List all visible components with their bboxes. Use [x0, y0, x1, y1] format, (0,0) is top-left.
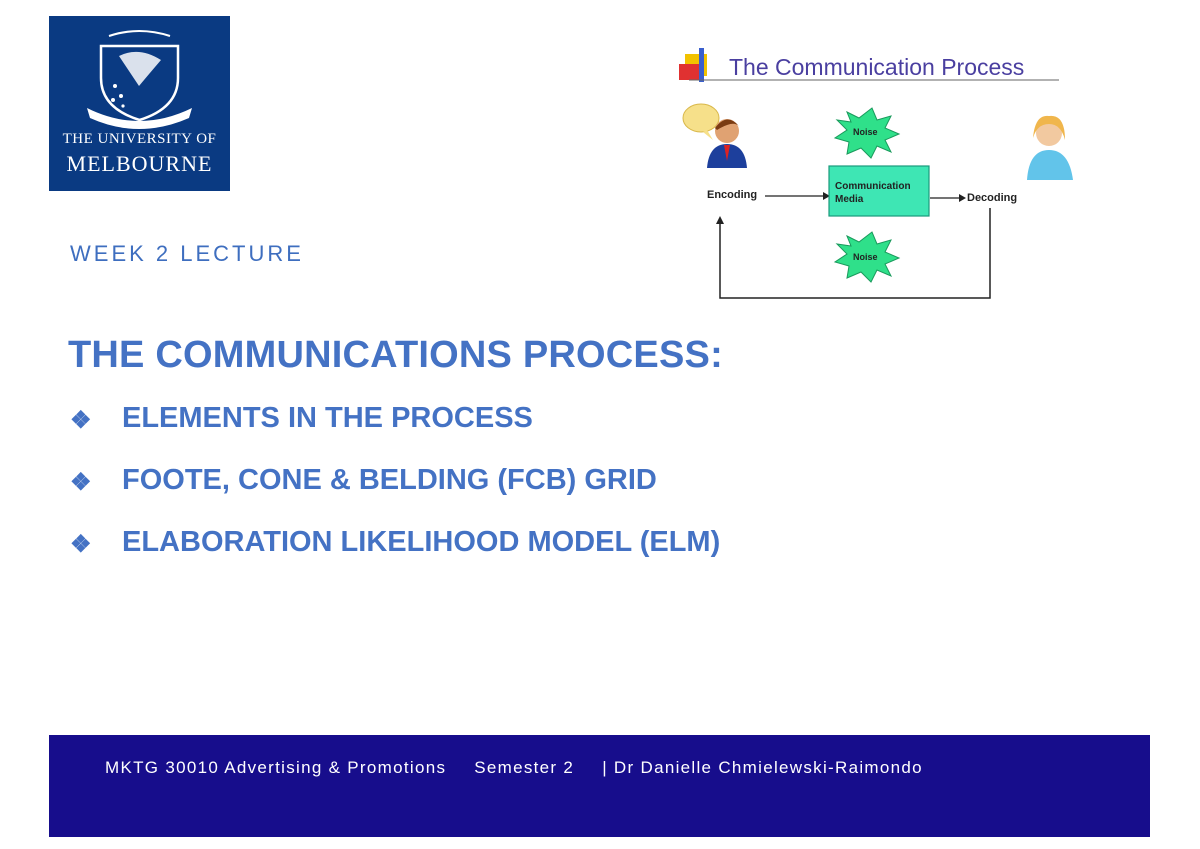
crest-icon: [87, 30, 192, 129]
corner-square-red: [679, 64, 699, 80]
topic-list: ❖ ELEMENTS IN THE PROCESS ❖ FOOTE, CONE …: [70, 402, 720, 588]
receiver-person-icon: [1027, 115, 1073, 180]
encoding-label: Encoding: [707, 189, 757, 201]
list-item-label: ELEMENTS IN THE PROCESS: [122, 402, 533, 434]
university-logo: THE UNIVERSITY OF MELBOURNE: [49, 16, 230, 191]
week-label: WEEK 2 LECTURE: [70, 241, 304, 266]
media-label-2: Media: [835, 194, 864, 205]
list-item: ❖ FOOTE, CONE & BELDING (FCB) GRID: [70, 464, 720, 526]
author-label: | Dr Danielle Chmielewski-Raimondo: [602, 758, 923, 777]
course-label: MKTG 30010 Advertising & Promotions: [105, 758, 447, 777]
communication-process-diagram: The Communication Process Noise Noise En…: [679, 48, 1073, 299]
logo-line2: MELBOURNE: [66, 151, 213, 176]
noise-top-label: Noise: [853, 127, 878, 137]
diamond-bullet-icon: ❖: [70, 407, 92, 434]
corner-bar-blue: [699, 48, 704, 82]
logo-line1: THE UNIVERSITY OF: [62, 131, 217, 147]
noise-bottom-label: Noise: [853, 252, 878, 262]
communication-media-box: [828, 165, 930, 217]
sender-person-icon: [682, 103, 747, 168]
list-item-label: FOOTE, CONE & BELDING (FCB) GRID: [122, 464, 657, 496]
list-item-label: ELABORATION LIKELIHOOD MODEL (ELM): [122, 526, 721, 558]
diagram-title: The Communication Process: [729, 54, 1024, 80]
main-title: THE COMMUNICATIONS PROCESS:: [68, 334, 723, 376]
list-item: ❖ ELEMENTS IN THE PROCESS: [70, 402, 720, 464]
semester-label: Semester 2: [474, 758, 575, 777]
list-item: ❖ ELABORATION LIKELIHOOD MODEL (ELM): [70, 526, 720, 588]
media-label-1: Communication: [835, 181, 911, 192]
noise-top-icon: Noise: [833, 107, 901, 159]
diamond-bullet-icon: ❖: [70, 531, 92, 558]
diamond-bullet-icon: ❖: [70, 469, 92, 496]
decoding-label: Decoding: [967, 192, 1017, 204]
footer-bar: MKTG 30010 Advertising & Promotions Semes…: [49, 735, 1150, 837]
noise-bottom-icon: Noise: [833, 231, 901, 283]
footer-text: MKTG 30010 Advertising & Promotions Semes…: [105, 758, 923, 778]
